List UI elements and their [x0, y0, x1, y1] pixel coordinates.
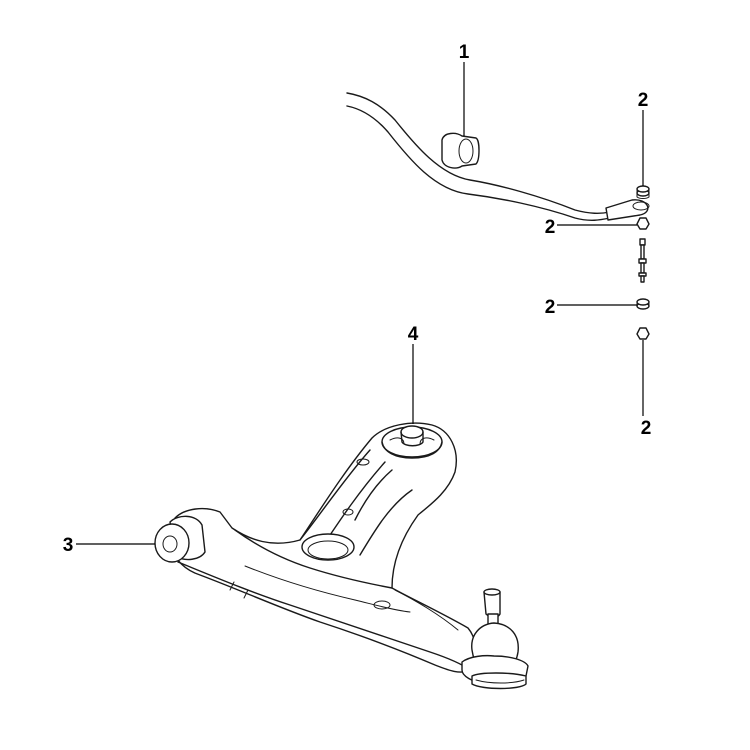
leader-lines — [76, 62, 644, 545]
callout-2-washer: 2 — [545, 297, 556, 318]
link-nut-upper — [636, 217, 650, 230]
callout-1: 1 — [459, 42, 470, 63]
callout-2-upper: 2 — [638, 90, 649, 111]
lower-control-arm — [171, 422, 477, 673]
link-nut-lower — [636, 327, 650, 340]
ball-joint — [461, 588, 529, 690]
link-washer-lower — [636, 298, 650, 310]
rear-bushing — [381, 425, 443, 459]
stabilizer-bushing — [441, 132, 480, 169]
front-bushing — [154, 515, 206, 563]
callout-4: 4 — [408, 324, 419, 345]
callout-2-nut: 2 — [545, 217, 556, 238]
callout-3: 3 — [63, 535, 74, 556]
link-washer-upper — [636, 185, 650, 199]
callout-2-lower: 2 — [641, 418, 652, 439]
stabilizer-bar — [346, 92, 650, 221]
link-bolt — [638, 238, 647, 283]
